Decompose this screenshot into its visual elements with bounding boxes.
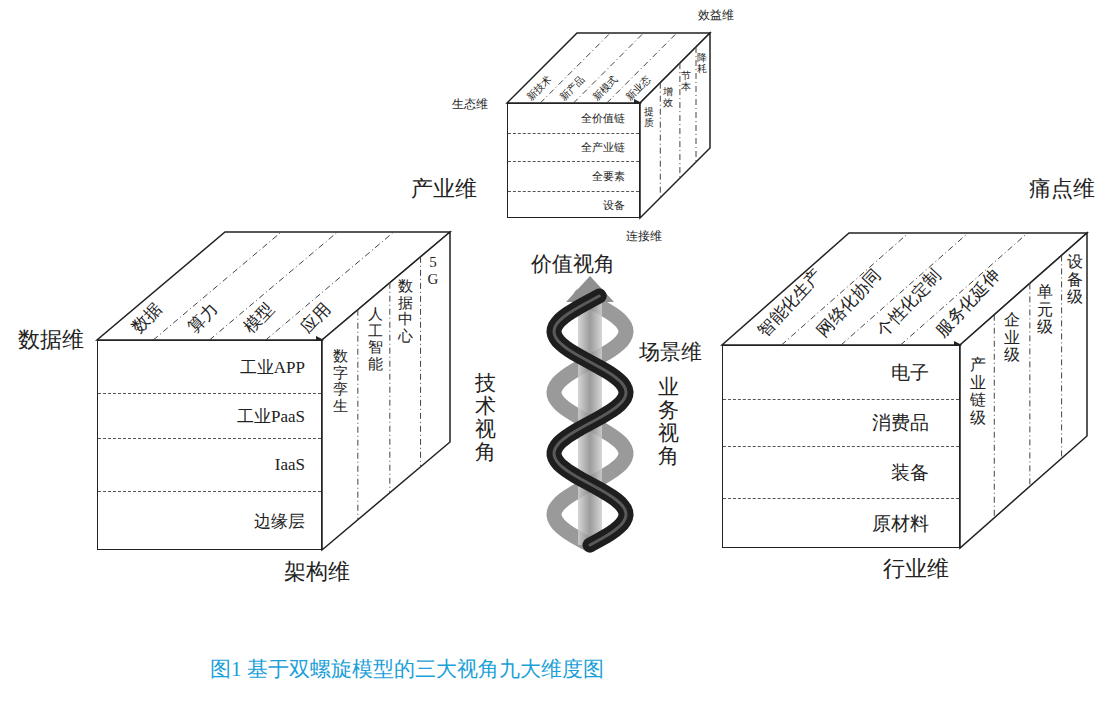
side-divider (420, 257, 421, 467)
band-text: 消费品 (872, 410, 929, 436)
cube-front-face: 产业维数据维架构维工业APP工业PaaSIaaS边缘层 (97, 340, 322, 550)
helix-strand-grey (554, 296, 626, 545)
axis-label: 场景维 (639, 338, 702, 366)
side-divider (696, 47, 697, 162)
vertical-label: 产业链级 (970, 356, 986, 426)
cube-side-face (640, 33, 710, 218)
vertical-label: 业务视角 (658, 376, 679, 468)
layer-band: 全要素 (508, 161, 639, 191)
vertical-label: 节本 (681, 70, 691, 92)
dimension-label: 连接维 (626, 228, 662, 245)
vertical-label: 人工智能 (368, 306, 383, 372)
vertical-label: 5G (426, 254, 441, 287)
layer-band: IaaS (98, 438, 321, 491)
side-divider (660, 83, 661, 198)
face-label: 算力 (183, 298, 223, 339)
vertical-label: 增效 (663, 86, 673, 108)
side-divider (679, 63, 680, 178)
cube-front-face: 痛点维行业维电子消费品装备原材料 (722, 345, 960, 548)
band-text: 工业APP (240, 356, 305, 379)
vertical-label: 企业级 (1004, 311, 1020, 364)
dimension-label: 效益维 (698, 7, 734, 24)
band-text: IaaS (275, 455, 305, 475)
dimension-label: 行业维 (883, 554, 949, 584)
band-text: 工业PaaS (237, 405, 305, 428)
vertical-label: 设备级 (1067, 253, 1083, 306)
top-divider (210, 232, 338, 340)
band-text: 原材料 (872, 511, 929, 537)
layer-band: 工业PaaS (98, 393, 321, 438)
figure-caption: 图1 基于双螺旋模型的三大视角九大维度图 (210, 655, 604, 683)
band-text: 设备 (603, 198, 625, 213)
cube-front-face: 效益维生态维连接维全价值链全产业链全要素设备 (507, 103, 640, 218)
face-label: 模型 (239, 298, 279, 339)
top-divider (153, 232, 281, 340)
layer-band: 消费品 (723, 399, 959, 446)
helix-strand-black (554, 296, 626, 545)
dimension-label: 生态维 (452, 96, 488, 113)
band-text: 全价值链 (581, 111, 625, 126)
layer-band: 设备 (508, 191, 639, 219)
side-divider (994, 315, 995, 518)
layer-band: 边缘层 (98, 491, 321, 551)
dimension-label: 产业维 (411, 174, 477, 204)
dimension-label: 痛点维 (1029, 174, 1095, 204)
band-text: 全产业链 (581, 140, 625, 155)
dimension-label: 数据维 (18, 325, 84, 355)
band-text: 装备 (891, 460, 929, 486)
vertical-label: 单元级 (1037, 283, 1053, 336)
side-divider (357, 310, 358, 520)
face-label: 新业态 (622, 72, 653, 103)
side-divider (1029, 283, 1030, 486)
helix-strand-highlight (554, 296, 626, 545)
face-label: 新模式 (589, 72, 620, 103)
vertical-label: 提质 (644, 106, 654, 128)
vertical-label: 数据中心 (398, 278, 413, 344)
side-divider (389, 283, 390, 493)
vertical-label: 降耗 (697, 52, 707, 74)
cube-side-face (322, 232, 450, 550)
side-divider (1061, 255, 1062, 458)
face-label: 应用 (296, 298, 336, 339)
face-label: 新技术 (523, 72, 554, 103)
band-text: 全要素 (592, 169, 625, 184)
layer-band: 电子 (723, 346, 959, 399)
band-text: 边缘层 (254, 510, 305, 533)
axis-label: 价值视角 (531, 250, 615, 278)
dimension-label: 架构维 (284, 557, 350, 587)
face-label: 新产品 (556, 72, 587, 103)
layer-band: 全产业链 (508, 133, 639, 161)
layer-band: 装备 (723, 446, 959, 498)
band-text: 电子 (891, 360, 929, 386)
vertical-label: 数字孪生 (333, 348, 348, 414)
face-label: 数据 (127, 298, 167, 339)
layer-band: 工业APP (98, 341, 321, 393)
vertical-label: 技术视角 (475, 372, 496, 464)
layer-band: 全价值链 (508, 104, 639, 133)
layer-band: 原材料 (723, 498, 959, 549)
